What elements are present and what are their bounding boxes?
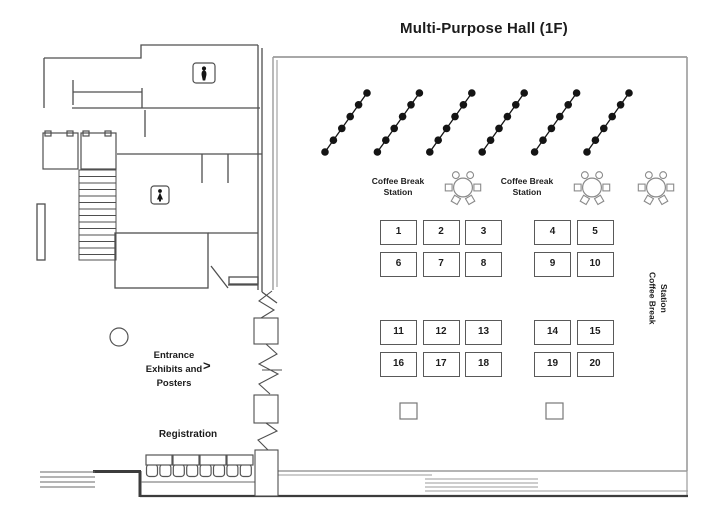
station-line: Coffee Break (371, 176, 425, 186)
building-walls (36, 44, 278, 304)
station-line: Coffee Break (500, 176, 554, 186)
diagonal-chair-row (530, 89, 581, 156)
station-line: Coffee Break (647, 271, 658, 325)
folding-partition (425, 478, 538, 492)
booth-3: 3 (465, 220, 502, 245)
elevator-shafts (42, 130, 117, 170)
entrance-line: Exhibits and (145, 363, 203, 375)
floor-pillars (399, 402, 564, 420)
structural-column (109, 327, 129, 347)
entrance-line: Posters (156, 377, 192, 389)
furniture-layer (145, 89, 675, 478)
booth-17: 17 (422, 352, 460, 377)
booth-9: 9 (534, 252, 571, 277)
station-line: Station (658, 283, 669, 313)
booth-16: 16 (380, 352, 417, 377)
stairs-icon (78, 169, 117, 261)
registration-label: Registration (158, 429, 218, 440)
restroom-female-icon (150, 185, 170, 205)
coffee-break-station-label-vertical: Coffee Break Station (646, 260, 669, 336)
round-table (573, 171, 611, 206)
station-line: Station (383, 187, 413, 198)
registration-desk (145, 454, 254, 478)
booth-18: 18 (465, 352, 502, 377)
booth-12: 12 (422, 320, 460, 345)
booth-2: 2 (422, 220, 460, 245)
outer-walls (40, 470, 688, 498)
entrance-partition (253, 290, 282, 497)
coffee-break-station-label-left: Coffee Break Station (358, 176, 438, 198)
diagonal-chair-row (321, 89, 371, 156)
booth-19: 19 (534, 352, 571, 377)
booth-13: 13 (465, 320, 502, 345)
booth-15: 15 (576, 320, 614, 345)
round-table (444, 171, 482, 206)
entrance-label: Entrance Exhibits and Posters (124, 349, 224, 390)
booth-11: 11 (380, 320, 417, 345)
booth-1: 1 (380, 220, 417, 245)
booth-8: 8 (465, 252, 502, 277)
booth-14: 14 (534, 320, 571, 345)
entrance-line: Entrance (153, 350, 195, 361)
coffee-break-station-label-middle: Coffee Break Station (487, 176, 567, 198)
round-table (637, 171, 675, 206)
booth-5: 5 (576, 220, 614, 245)
booth-10: 10 (576, 252, 614, 277)
door-swing (210, 265, 229, 289)
station-line: Station (512, 187, 542, 198)
booth-4: 4 (534, 220, 571, 245)
booth-6: 6 (380, 252, 417, 277)
booth-20: 20 (576, 352, 614, 377)
hall-walls (272, 56, 688, 496)
direction-arrow: > (203, 358, 211, 373)
diagonal-chair-row (426, 89, 476, 156)
diagonal-chair-row (373, 89, 424, 156)
restroom-male-icon (192, 62, 216, 84)
diagonal-chair-row (478, 89, 528, 156)
page-title: Multi-Purpose Hall (1F) (400, 20, 568, 37)
booth-7: 7 (422, 252, 460, 277)
diagonal-chair-row (583, 89, 633, 156)
